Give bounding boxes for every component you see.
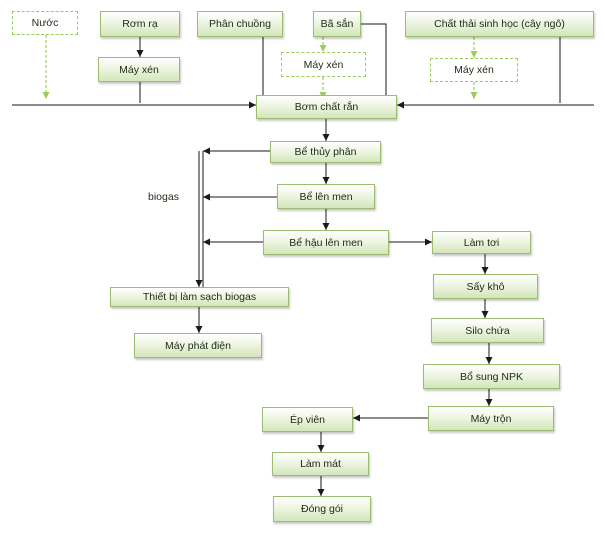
- box-may-xen-1: Máy xén: [98, 57, 180, 82]
- box-nuoc: Nước: [12, 11, 78, 35]
- label-biogas: biogas: [148, 191, 179, 203]
- box-chat-thai-sinh-hoc: Chất thải sinh học (cây ngô): [405, 11, 594, 37]
- solid-connectors: [12, 23, 594, 496]
- box-rom-ra: Rơm rạ: [100, 11, 180, 37]
- box-say-kho: Sấy khô: [433, 274, 538, 299]
- box-phan-chuong: Phân chuồng: [197, 11, 283, 37]
- box-thiet-bi-lam-sach-biogas: Thiết bị làm sạch biogas: [110, 287, 289, 307]
- box-may-xen-2: Máy xén: [281, 52, 366, 77]
- box-dong-goi: Đóng gói: [273, 496, 371, 522]
- box-silo-chua: Silo chứa: [431, 318, 544, 343]
- box-lam-toi: Làm tơi: [432, 231, 531, 254]
- box-be-thuy-phan: Bể thủy phân: [270, 141, 381, 163]
- box-bom-chat-ran: Bơm chất rắn: [256, 95, 397, 119]
- connector-basan-right: [361, 23, 387, 103]
- box-may-tron: Máy trộn: [428, 406, 554, 431]
- box-ep-vien: Ép viên: [262, 407, 353, 432]
- box-may-phat-dien: Máy phát điện: [134, 333, 262, 358]
- box-may-xen-3: Máy xén: [430, 58, 518, 82]
- box-be-len-men: Bể lên men: [277, 184, 375, 209]
- box-be-hau-len-men: Bể hậu lên men: [263, 230, 389, 255]
- dashed-connectors: [42, 35, 478, 99]
- box-bo-sung-npk: Bổ sung NPK: [423, 364, 560, 389]
- box-lam-mat: Làm mát: [272, 452, 369, 476]
- box-ba-san: Bã sắn: [313, 11, 361, 37]
